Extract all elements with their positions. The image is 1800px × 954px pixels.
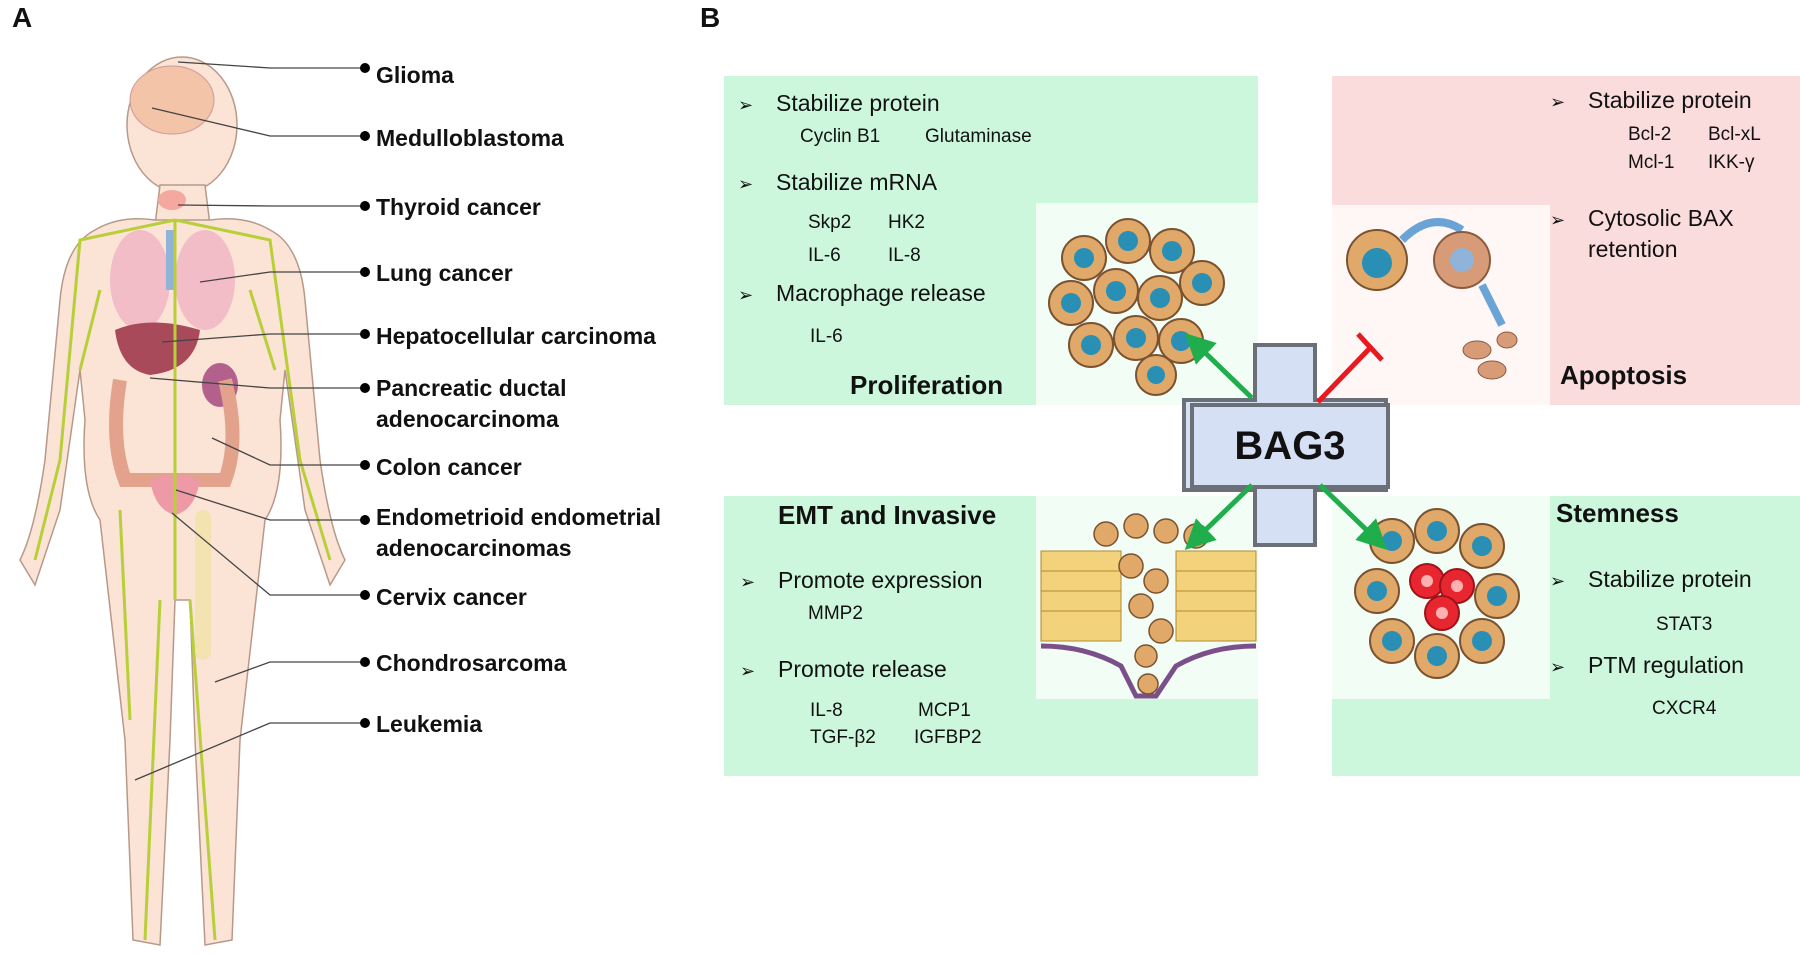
item-mmp2: MMP2 [808, 603, 863, 624]
inhibit-apoptosis [1316, 346, 1372, 404]
item-glutaminase: Glutaminase [925, 126, 1032, 147]
label-cervix-cancer: Cervix cancer [376, 584, 527, 610]
panel-label-b: B [700, 2, 721, 33]
label-thyroid-cancer: Thyroid cancer [376, 194, 541, 220]
arrow-to-stemness [1318, 483, 1388, 550]
label-line: adenocarcinoma [376, 406, 559, 432]
bullet-text: Macrophage release [776, 280, 986, 306]
bullet-text: Promote expression [778, 567, 983, 593]
apoptosis-bullet-1: ➢ Stabilize protein [1550, 87, 1752, 114]
item-il6: IL-6 [808, 245, 841, 266]
proliferation-bullet-3: ➢ Macrophage release [738, 280, 986, 307]
cell-cluster-icon [1048, 218, 1225, 396]
label-line: Endometrioid endometrial [376, 504, 661, 530]
bullet-text: PTM regulation [1588, 652, 1744, 678]
bullet-arrow-icon: ➢ [738, 95, 754, 115]
bag3-center-label: BAG3 [1190, 403, 1390, 489]
item-skp2: Skp2 [808, 212, 852, 233]
emt-image [1036, 496, 1258, 699]
emt-bullet-1: ➢ Promote expression [740, 567, 983, 594]
label-lung-cancer: Lung cancer [376, 260, 513, 286]
bullet-arrow-icon: ➢ [740, 661, 756, 681]
bullet-arrow-icon: ➢ [1550, 210, 1566, 230]
bullet-text: Stabilize mRNA [776, 169, 938, 195]
item-hk2: HK2 [888, 212, 925, 233]
label-pancreatic-ductal-adenocarcinoma: Pancreatic ductal adenocarcinoma [376, 373, 566, 435]
stem-cell-cluster-icon [1354, 508, 1520, 679]
emt-box [724, 496, 1258, 776]
label-line: adenocarcinomas [376, 535, 572, 561]
label-medulloblastoma: Medulloblastoma [376, 125, 564, 151]
bullet-text: Promote release [778, 656, 947, 682]
bullet-arrow-icon: ➢ [1550, 657, 1566, 677]
item-cxcr4: CXCR4 [1652, 698, 1717, 719]
bullet-arrow-icon: ➢ [738, 285, 754, 305]
apoptosis-box [1332, 76, 1800, 405]
item-il8: IL-8 [888, 245, 921, 266]
emt-title: EMT and Invasive [778, 500, 997, 530]
arrow-to-emt [1184, 483, 1254, 550]
epithelial-invasion-icon [1040, 513, 1257, 699]
human-body-illustration [19, 56, 346, 946]
proliferation-bullet-1: ➢ Stabilize protein [738, 90, 940, 117]
label-glioma: Glioma [376, 62, 454, 88]
apoptosis-bullet-2-line2: retention [1588, 236, 1678, 262]
bullet-arrow-icon: ➢ [740, 572, 756, 592]
apoptosis-title: Apoptosis [1560, 360, 1688, 390]
apoptotic-cell-icon [1346, 218, 1518, 380]
stemness-bullet-2: ➢ PTM regulation [1550, 652, 1744, 679]
label-hepatocellular-carcinoma: Hepatocellular carcinoma [376, 323, 656, 349]
proliferation-bullet-2: ➢ Stabilize mRNA [738, 169, 937, 196]
item-ikkg: IKK-γ [1708, 152, 1755, 173]
label-endometrioid-endometrial-adenocarcinomas: Endometrioid endometrial adenocarcinomas [376, 502, 661, 564]
proliferation-title: Proliferation [850, 370, 1004, 400]
bullet-text: Stabilize protein [776, 90, 940, 116]
emt-bullet-2: ➢ Promote release [740, 656, 947, 683]
apoptosis-image [1332, 205, 1550, 405]
item-stat3: STAT3 [1656, 614, 1713, 635]
item-mcp1: MCP1 [918, 700, 971, 721]
item-il6-macrophage: IL-6 [810, 326, 843, 347]
label-chondrosarcoma: Chondrosarcoma [376, 650, 567, 676]
bullet-text: Stabilize protein [1588, 87, 1752, 113]
item-bclxl: Bcl-xL [1708, 124, 1761, 145]
item-mcl1: Mcl-1 [1628, 152, 1675, 173]
bullet-text: Stabilize protein [1588, 566, 1752, 592]
item-tgfb2: TGF-β2 [810, 727, 876, 748]
bullet-arrow-icon: ➢ [738, 174, 754, 194]
bullet-text: Cytosolic BAX [1588, 205, 1734, 231]
stemness-title: Stemness [1556, 498, 1679, 528]
label-line: Pancreatic ductal [376, 375, 567, 401]
item-igfbp2: IGFBP2 [914, 727, 982, 748]
apoptosis-bullet-2: ➢ Cytosolic BAX [1550, 205, 1734, 232]
item-il8-release: IL-8 [810, 700, 843, 721]
stemness-bullet-1: ➢ Stabilize protein [1550, 566, 1752, 593]
label-connector-lines [134, 61, 370, 781]
stemness-box [1332, 496, 1800, 776]
label-leukemia: Leukemia [376, 711, 483, 737]
label-colon-cancer: Colon cancer [376, 454, 522, 480]
item-bcl2: Bcl-2 [1628, 124, 1672, 145]
bullet-arrow-icon: ➢ [1550, 92, 1566, 112]
panel-label-a: A [12, 2, 33, 33]
inhibit-bar [1356, 332, 1384, 362]
bag3-effect-arrows [1184, 332, 1388, 550]
bullet-arrow-icon: ➢ [1550, 571, 1566, 591]
item-cyclin-b1: Cyclin B1 [800, 126, 881, 147]
arrow-to-proliferation [1184, 333, 1254, 400]
